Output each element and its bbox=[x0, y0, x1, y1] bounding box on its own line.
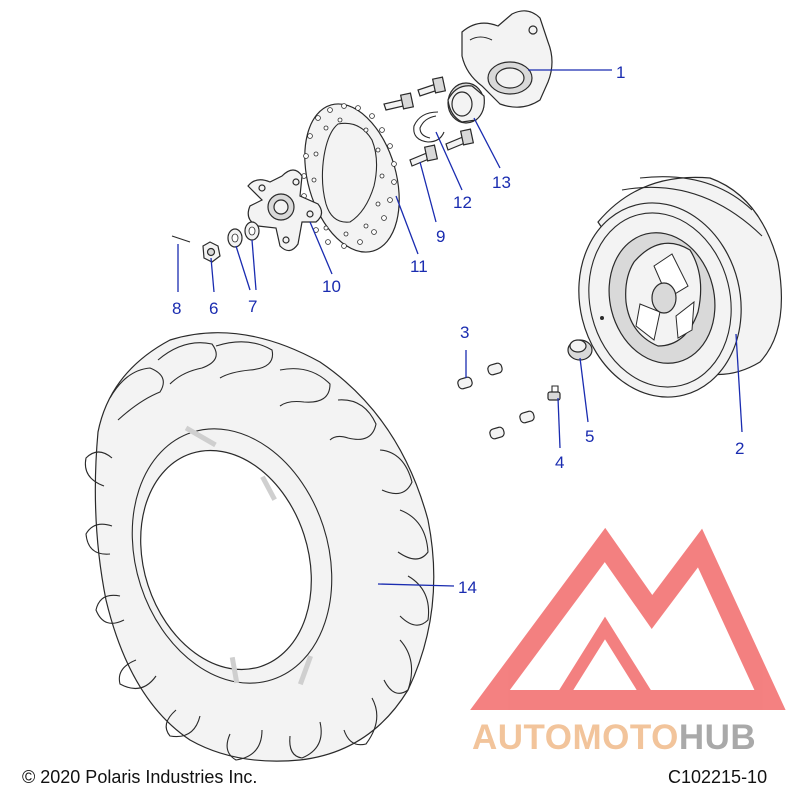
callout-6: 6 bbox=[209, 299, 218, 318]
callout-1: 1 bbox=[616, 63, 625, 82]
callout-5: 5 bbox=[585, 427, 594, 446]
callout-3: 3 bbox=[460, 323, 469, 342]
callout-10: 10 bbox=[322, 277, 341, 296]
part-cotter-pin bbox=[171, 235, 191, 243]
part-brake-disc bbox=[301, 103, 400, 253]
callout-9: 9 bbox=[436, 227, 445, 246]
callout-14: 14 bbox=[458, 578, 477, 597]
callout-11: 11 bbox=[410, 257, 428, 276]
watermark-logo bbox=[470, 527, 786, 710]
callout-4: 4 bbox=[555, 453, 564, 472]
watermark-text-part-a: AUTOMOTO bbox=[472, 718, 679, 757]
part-valve-stem bbox=[547, 385, 561, 401]
watermark-text: AUTOMOTOHUB bbox=[472, 718, 756, 758]
callout-12: 12 bbox=[453, 193, 472, 212]
part-center-cap bbox=[567, 339, 593, 361]
watermark-text-part-b: HUB bbox=[678, 718, 757, 757]
leader-lines bbox=[177, 69, 743, 587]
part-knuckle bbox=[461, 10, 553, 108]
copyright-notice: © 2020 Polaris Industries Inc. bbox=[22, 767, 258, 787]
part-wheel-rim bbox=[578, 176, 783, 398]
part-tire bbox=[84, 332, 435, 762]
part-bearing bbox=[447, 82, 485, 124]
callout-13: 13 bbox=[492, 173, 511, 192]
part-castle-nut bbox=[202, 241, 221, 263]
callout-2: 2 bbox=[735, 439, 744, 458]
part-retaining-ring bbox=[413, 111, 445, 143]
callout-8: 8 bbox=[172, 299, 181, 318]
part-lug-nuts bbox=[457, 362, 535, 440]
part-bolts bbox=[383, 76, 475, 167]
callout-labels: 1 2 3 4 5 6 7 8 9 10 11 12 13 14 bbox=[172, 63, 744, 597]
callout-7: 7 bbox=[248, 297, 257, 316]
diagram-id: C102215-10 bbox=[668, 767, 768, 787]
part-washers bbox=[227, 221, 260, 248]
